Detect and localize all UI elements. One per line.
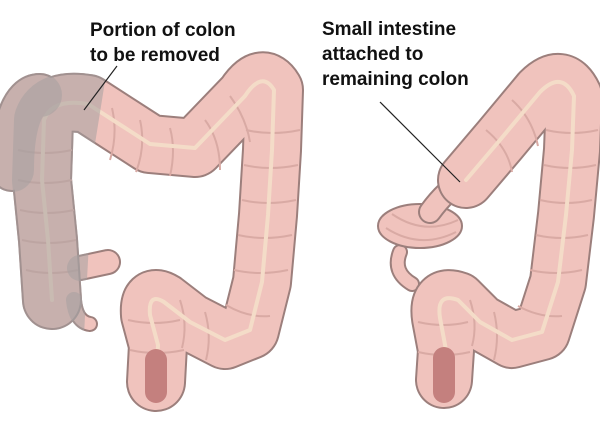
label-line: Small intestine bbox=[322, 19, 457, 40]
label-portion-removed: Portion of colon to be removed bbox=[90, 18, 236, 68]
taenia-stripe-right bbox=[437, 80, 576, 382]
pointer-line-left bbox=[83, 65, 118, 111]
label-small-intestine-attached: Small intestine attached to remaining co… bbox=[322, 17, 469, 92]
label-line: remaining colon bbox=[322, 69, 469, 90]
label-line: to be removed bbox=[90, 45, 220, 66]
label-line: Portion of colon bbox=[90, 20, 236, 41]
colon-after-surgery bbox=[377, 53, 600, 409]
label-line: attached to bbox=[322, 44, 424, 65]
pointer-line-right bbox=[379, 101, 461, 183]
colon-before-surgery bbox=[0, 51, 304, 412]
